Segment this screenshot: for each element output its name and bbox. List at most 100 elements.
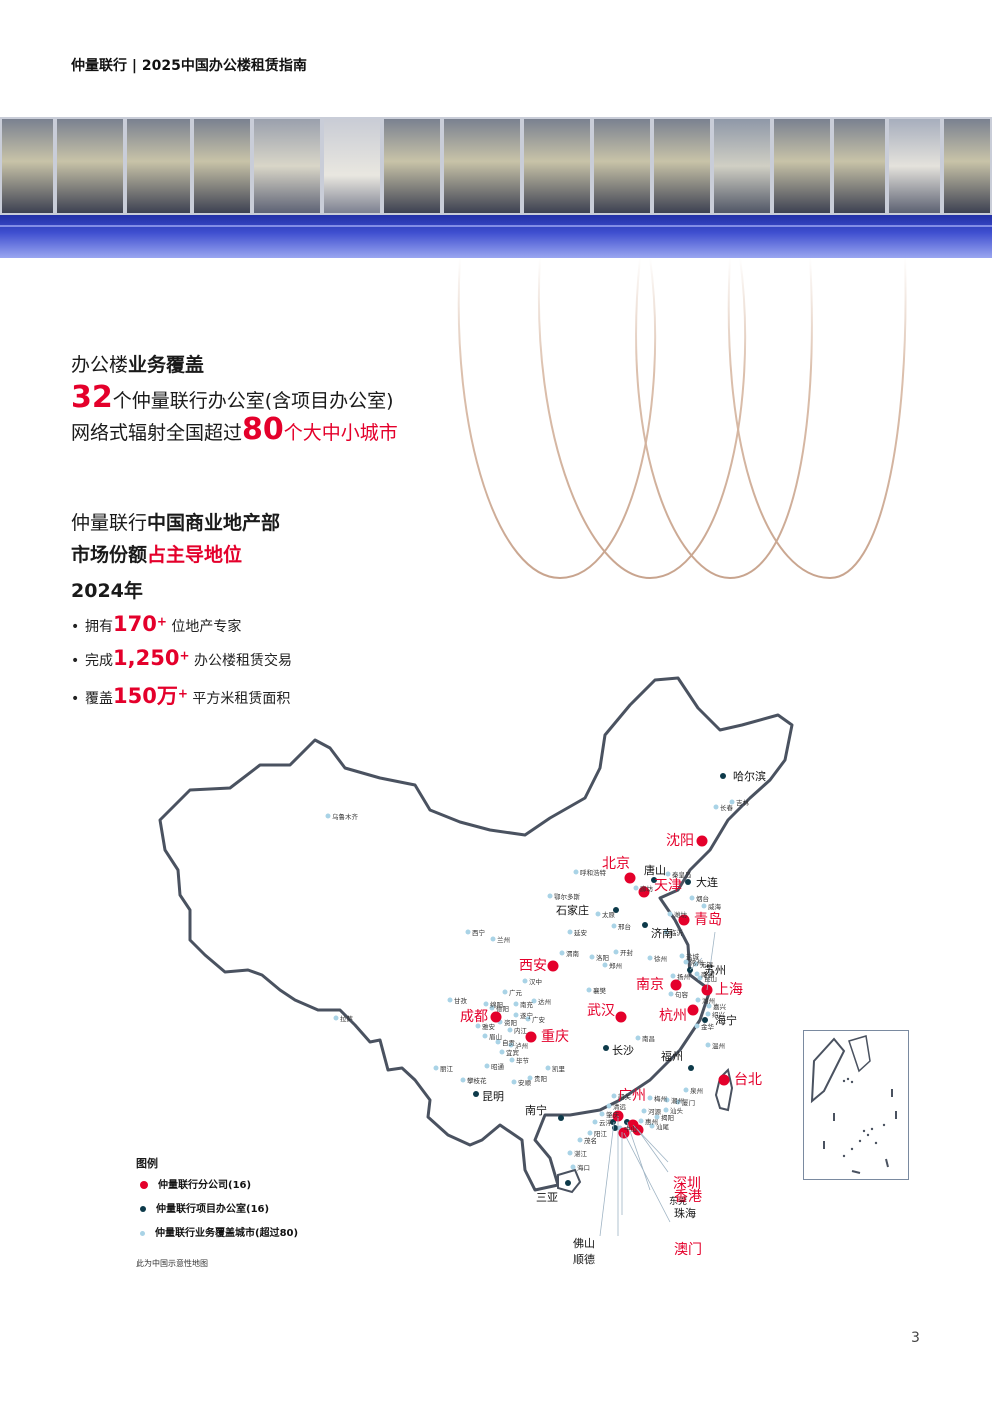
city-label: 西宁 [472,928,486,937]
coverage-title: 办公楼业务覆盖 [71,354,205,376]
city-label: 自贡 [502,1038,516,1047]
legend-item-branch: 仲量联行分公司(16) [140,1176,251,1191]
coverage-city-dot [683,959,689,965]
coverage-city-dot [641,1108,647,1114]
coverage-city-dot [489,1005,495,1011]
coverage-city-dot [683,1087,689,1093]
project-office-dot [565,1180,571,1186]
city-label: 内江 [514,1026,528,1035]
coverage-city-dot [484,1063,490,1069]
coverage-city-dot [567,1150,573,1156]
city-label: 洛阳 [596,953,609,962]
city-label: 绵阳 [490,1000,503,1009]
market-year: 2024年 [71,580,143,602]
city-label: 廊坊 [640,884,654,893]
city-label: 襄樊 [593,986,607,995]
branch-office-dots [490,835,730,1139]
coverage-city-dot [513,1012,519,1018]
city-label: 昆山 [704,974,717,983]
branch-office-dot [624,872,636,884]
coverage-city-dot [465,929,471,935]
coverage-city-dot [713,804,719,810]
coverage-city-dot [490,936,496,942]
city-label: 石家庄 [556,903,589,917]
city-label: 佛山 [573,1237,595,1250]
branch-office-dot [638,886,650,898]
coverage-city-dot [654,1114,660,1120]
city-label: 杭州 [659,1008,687,1024]
city-label: 无锡 [700,960,714,969]
city-label: 沈阳 [666,833,694,849]
city-label: 吉林 [736,798,750,807]
coverage-city-dot [675,1099,681,1105]
leader-line [706,931,716,991]
city-label: 徐州 [654,954,667,963]
city-label: 惠州 [645,1117,658,1126]
coverage-city-dot [701,903,707,909]
coverage-city-dot [668,991,674,997]
city-label: 台北 [734,1072,762,1088]
decorative-curves [457,258,907,580]
city-label: 天津 [654,878,682,894]
city-label: 安顺 [518,1078,532,1087]
city-label: 达州 [538,997,551,1006]
coverage-city-dot [635,1035,641,1041]
leader-line [623,1132,671,1223]
city-label: 常州 [690,958,703,967]
coverage-city-dot [511,1079,517,1085]
city-label: 句容 [675,990,689,999]
branch-office-dot [696,835,708,847]
coverage-city-dot [527,1075,533,1081]
coverage-line-1: 32个仲量联行办公室(含项目办公室) [71,380,394,415]
leader-line [599,1121,615,1237]
coverage-city-dot [706,1003,712,1009]
coverage-city-dot [697,975,703,981]
coverage-city-dot [705,1011,711,1017]
coverage-city-dot [592,1119,598,1125]
leader-line [637,1129,669,1173]
red-dot-icon [140,1181,148,1189]
coverage-city-dot [613,949,619,955]
light-dot-icon [140,1230,145,1236]
leader-line [689,957,703,971]
city-label: 广安 [532,1015,546,1024]
branch-office-dot [678,914,690,926]
coverage-city-dot [502,989,508,995]
coverage-city-dot [483,1001,489,1007]
city-label: 珠海 [674,1206,696,1220]
city-label: 丽江 [440,1065,454,1073]
city-label: 扬州 [677,972,690,981]
city-label: 汕尾 [656,1122,670,1131]
branch-office-dot [670,979,682,991]
coverage-city-dot [647,1095,653,1101]
coverage-city-dot [499,1049,505,1055]
leader-line [626,1121,651,1191]
legend-title: 图例 [136,1157,158,1170]
city-label: 河源 [648,1107,662,1116]
city-label: 南通 [701,970,715,979]
city-label: 南充 [520,1000,534,1009]
coverage-city-dot [447,997,453,1003]
city-label: 昭通 [491,1062,505,1071]
coverage-city-dot [475,1023,481,1029]
city-label: 贵阳 [534,1074,547,1083]
branch-office-dot [547,960,559,972]
coverage-city-dot [577,1137,583,1143]
city-label: 威海 [708,902,722,911]
coverage-city-dot [531,998,537,1004]
city-label: 潍坊 [674,910,688,919]
city-label: 呼和浩特 [580,868,607,877]
city-label: 烟台 [696,894,709,903]
coverage-city-dot [667,911,673,917]
coverage-city-dots [325,799,735,1170]
coverage-city-dot [559,950,565,956]
city-label: 温州 [712,1041,725,1050]
city-label: 深圳 [673,1176,701,1192]
city-label: 北京 [602,856,630,872]
coverage-city-dot [513,1001,519,1007]
coverage-city-dot [633,885,639,891]
coverage-city-dot [665,871,671,877]
coverage-city-dot [663,1107,669,1113]
map-note: 此为中国示意性地图 [136,1259,208,1268]
city-label: 临沂 [670,928,684,937]
